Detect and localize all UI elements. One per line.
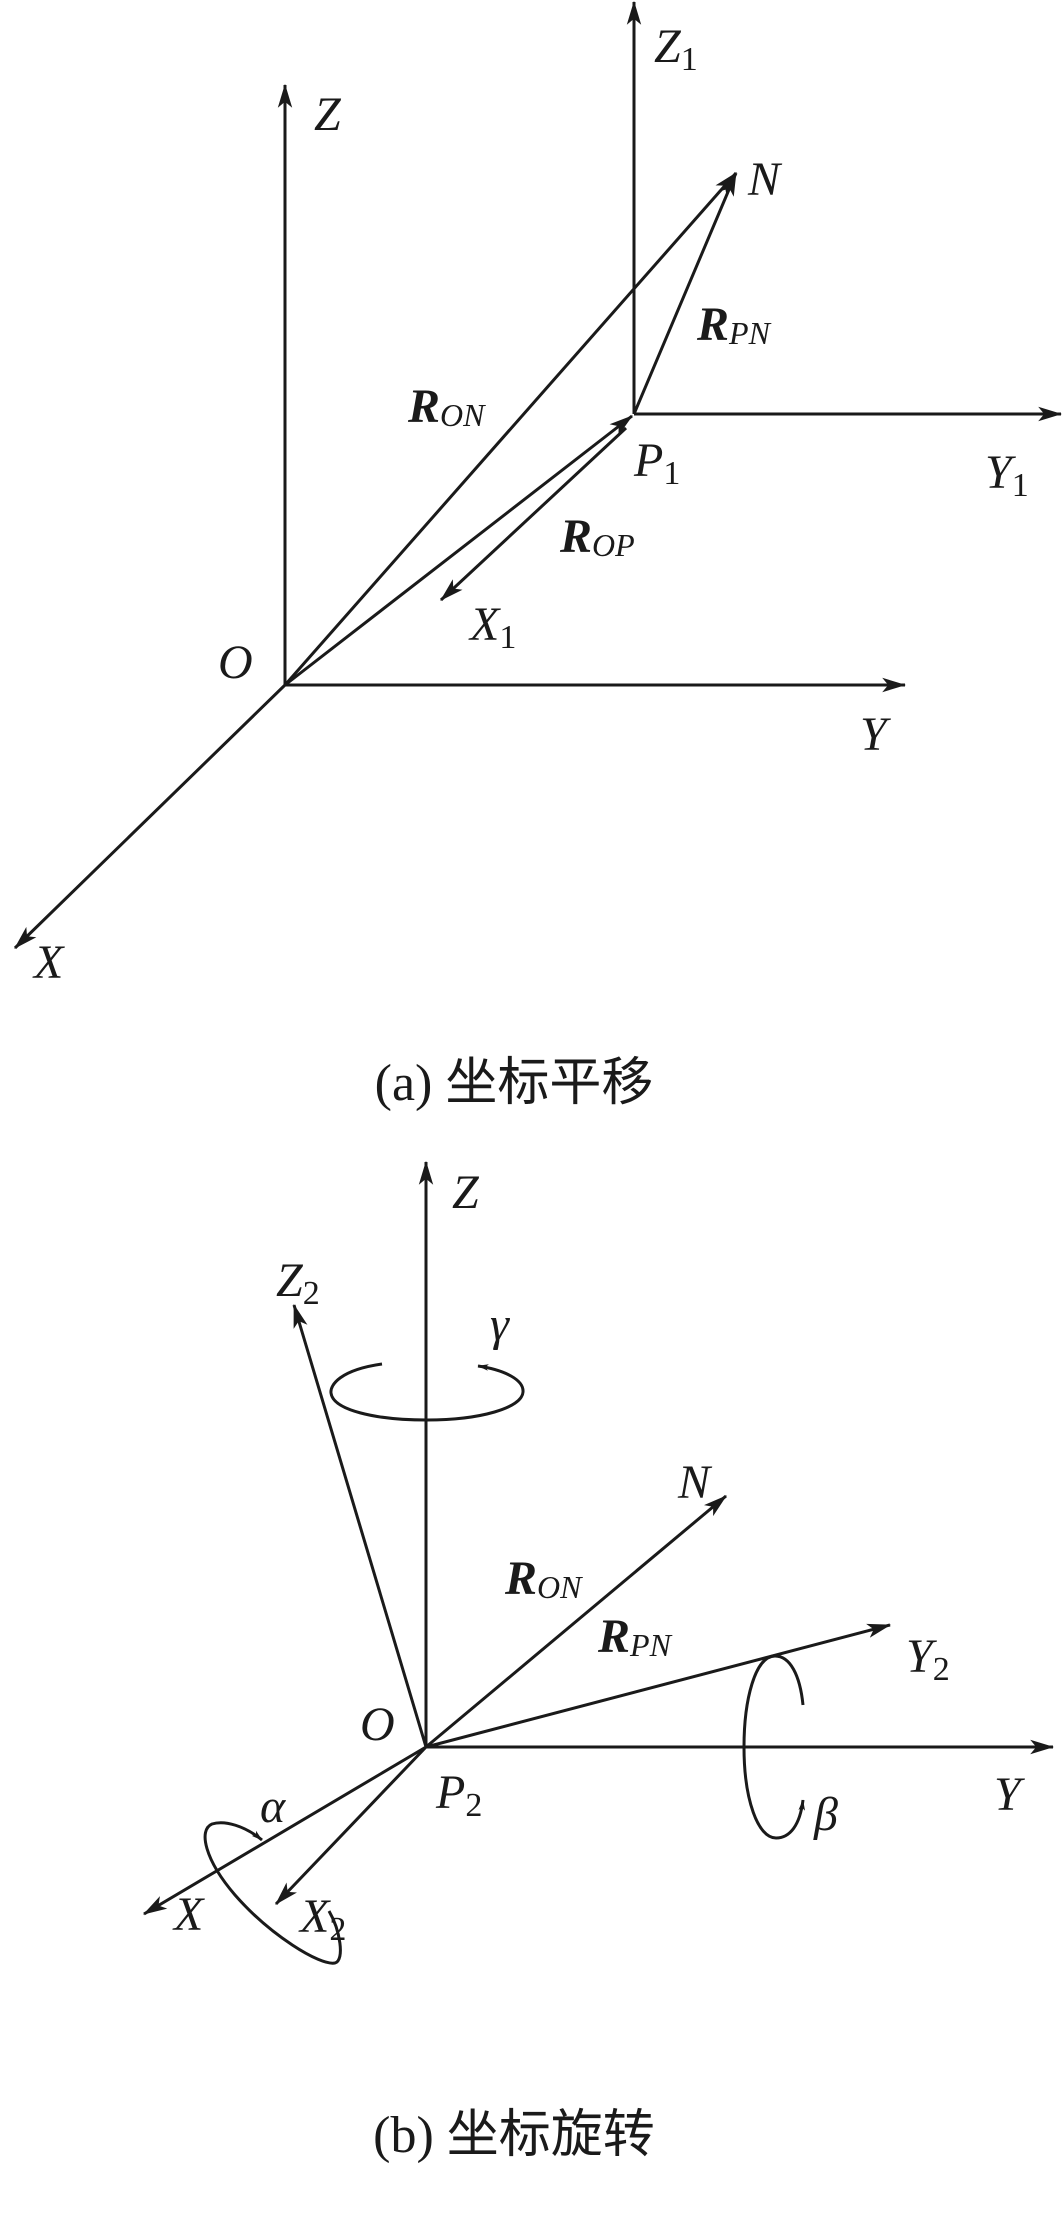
label-alpha: α <box>260 1780 286 1833</box>
caption-b: (b) 坐标旋转 <box>373 2107 655 2164</box>
label-r-pn: RPN <box>597 1610 673 1663</box>
label-x1: X1 <box>468 598 516 656</box>
caption-a: (a) 坐标平移 <box>375 1055 654 1112</box>
label-z1: Z1 <box>654 20 698 78</box>
label-p2: P2 <box>435 1766 482 1824</box>
label-o: O <box>360 1698 395 1751</box>
label-beta: β <box>813 1788 838 1841</box>
label-y: Y <box>860 708 891 761</box>
label-y: Y <box>994 1768 1025 1821</box>
vector-r-on-pn <box>425 1494 727 1749</box>
label-r-on: RON <box>407 380 486 433</box>
vector-r-pn <box>632 171 738 415</box>
gamma-rotation-arrow <box>329 1362 525 1422</box>
panel-a-translation: Z Z1 N RON RPN P1 Y1 ROP X1 O Y X (a) 坐标… <box>13 0 1063 1112</box>
label-x: X <box>172 1888 205 1941</box>
label-r-pn: RPN <box>696 298 772 351</box>
x2-axis <box>274 1745 428 1906</box>
label-x2: X2 <box>298 1890 346 1948</box>
vector-r-op <box>284 414 633 687</box>
label-z: Z <box>452 1166 480 1219</box>
label-n: N <box>677 1456 713 1509</box>
label-o: O <box>218 636 253 689</box>
label-x: X <box>32 936 65 989</box>
vector-r-on <box>283 172 738 686</box>
x-axis <box>142 1745 427 1916</box>
x1-axis <box>439 426 628 602</box>
y2-axis <box>425 1623 892 1749</box>
label-y1: Y1 <box>985 446 1029 504</box>
label-y2: Y2 <box>906 1630 950 1688</box>
label-n: N <box>747 153 783 206</box>
label-r-op: ROP <box>559 510 635 563</box>
beta-rotation-arrow <box>742 1654 806 1840</box>
label-p1: P1 <box>633 434 680 492</box>
panel-b-rotation: Z Z2 γ N RON RPN Y2 O P2 Y β α X X2 (b) … <box>142 1160 1055 2164</box>
label-z: Z <box>314 88 342 141</box>
label-gamma: γ <box>490 1298 510 1351</box>
alpha-rotation-arrow <box>203 1821 342 1965</box>
z2-axis <box>292 1303 428 1748</box>
label-r-on: RON <box>504 1552 583 1605</box>
label-z2: Z2 <box>276 1254 320 1312</box>
x-axis <box>13 683 287 950</box>
